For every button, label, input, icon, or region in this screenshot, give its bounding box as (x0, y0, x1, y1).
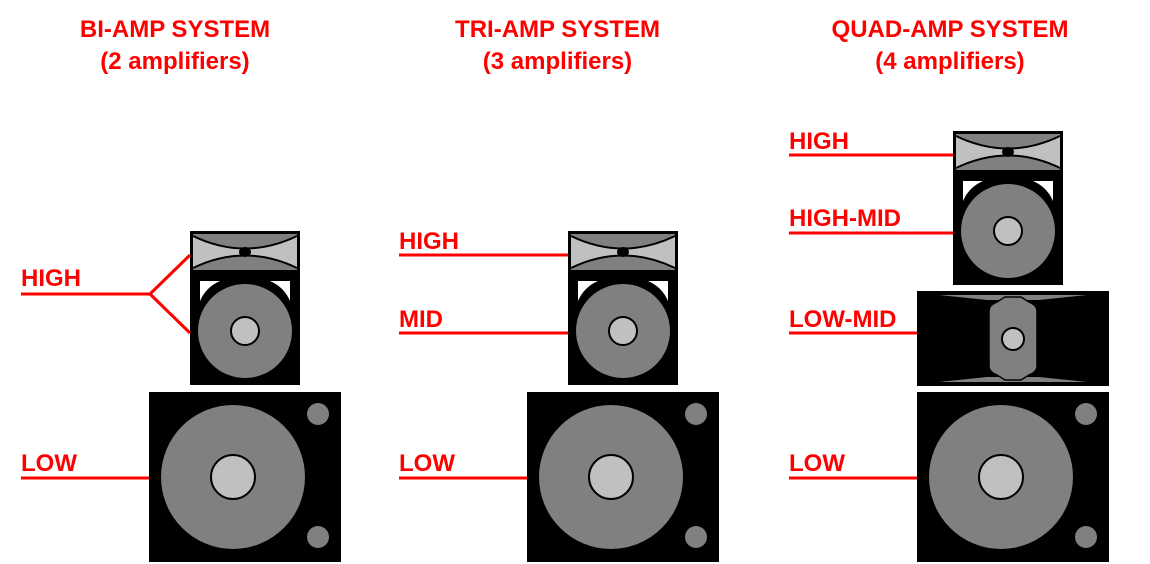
bi-amp-subtitle: (2 amplifiers) (100, 48, 250, 75)
quad-amp-low-mid-cabinet (916, 290, 1110, 387)
bi-amp-label-high: HIGH (21, 265, 81, 292)
quad-amp-label-high: HIGH (789, 128, 849, 155)
bi-amp-title-text: BI-AMP SYSTEM (79, 16, 271, 43)
bi-amp-label-low: LOW (21, 450, 77, 477)
quad-amp-label-low-mid: LOW-MID (789, 306, 897, 333)
quad-amp-title: QUAD-AMP SYSTEM (4 amplifiers) (800, 14, 1100, 78)
quad-amp-horn-cabinet (952, 130, 1064, 174)
quad-amp-label-low: LOW (789, 450, 845, 477)
tri-amp-sub-cabinet (526, 391, 720, 563)
tri-amp-label-high: HIGH (399, 228, 459, 255)
tri-amp-title: TRI-AMP SYSTEM (3 amplifiers) (420, 14, 695, 78)
tri-amp-mid-cabinet (567, 272, 679, 386)
bi-amp-sub-cabinet (148, 391, 342, 563)
quad-amp-title-text: QUAD-AMP SYSTEM (831, 16, 1069, 43)
quad-amp-label-high-mid: HIGH-MID (789, 205, 901, 232)
bi-amp-mid-cabinet (189, 272, 301, 386)
bi-amp-horn-cabinet (189, 230, 301, 274)
tri-amp-title-text: TRI-AMP SYSTEM (455, 16, 660, 43)
tri-amp-label-low: LOW (399, 450, 455, 477)
quad-amp-subtitle: (4 amplifiers) (875, 48, 1025, 75)
tri-amp-horn-cabinet (567, 230, 679, 274)
bi-amp-high-branch-horn (148, 253, 192, 296)
bi-amp-high-branch-mid (148, 292, 192, 335)
bi-amp-title: BI-AMP SYSTEM (2 amplifiers) (40, 14, 310, 78)
tri-amp-label-mid: MID (399, 306, 443, 333)
quad-amp-high-mid-cabinet (952, 172, 1064, 286)
quad-amp-sub-cabinet (916, 391, 1110, 563)
tri-amp-subtitle: (3 amplifiers) (482, 48, 633, 75)
